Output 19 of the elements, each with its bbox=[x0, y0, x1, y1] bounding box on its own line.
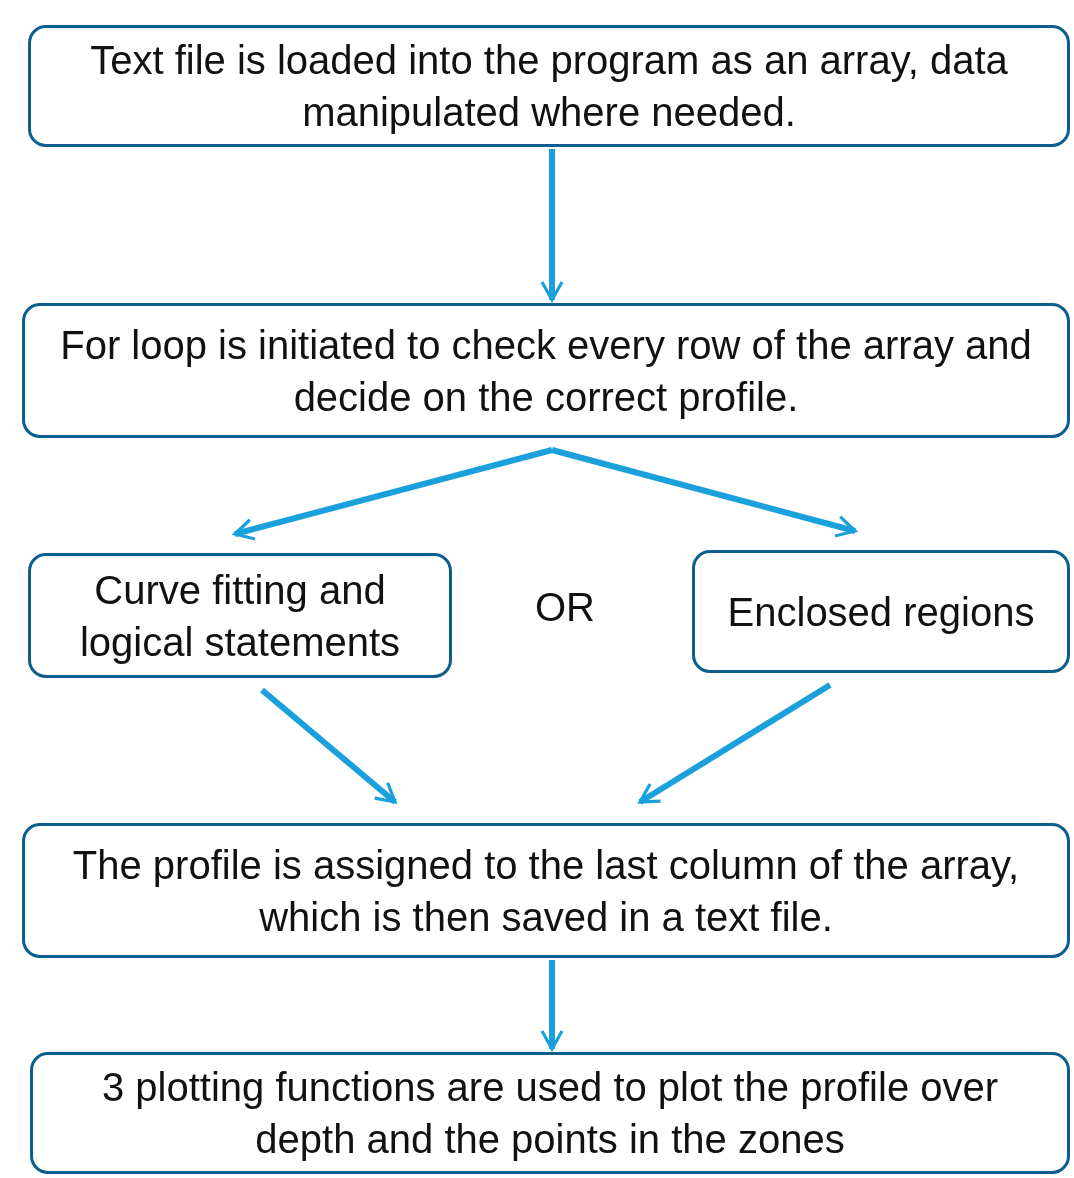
arrow bbox=[540, 960, 564, 1051]
arrow bbox=[638, 682, 832, 805]
arrow bbox=[260, 687, 397, 805]
process-box bbox=[28, 25, 1070, 147]
box-text: Curve fitting and logical statements bbox=[78, 566, 402, 666]
box-text: Text file is loaded into the program as an array, data manipulated where needed. bbox=[89, 37, 1009, 136]
box-text: The profile is assigned to the last column of the array, which is then saved in a text file. bbox=[71, 841, 1021, 941]
connector-text: OR bbox=[535, 585, 595, 630]
arrow bbox=[540, 149, 564, 302]
arrow bbox=[233, 447, 553, 541]
box-text: Enclosed regions bbox=[727, 588, 1035, 636]
arrow bbox=[551, 447, 857, 538]
process-box bbox=[30, 1052, 1070, 1174]
box-text: For loop is initiated to check every row of the array and decide on the correct profile. bbox=[59, 321, 1033, 421]
process-box bbox=[22, 823, 1070, 958]
process-box bbox=[28, 553, 452, 678]
process-box bbox=[692, 550, 1070, 673]
box-text: 3 plotting functions are used to plot the profile over depth and the points in the zones bbox=[100, 1064, 1000, 1163]
process-box bbox=[22, 303, 1070, 438]
